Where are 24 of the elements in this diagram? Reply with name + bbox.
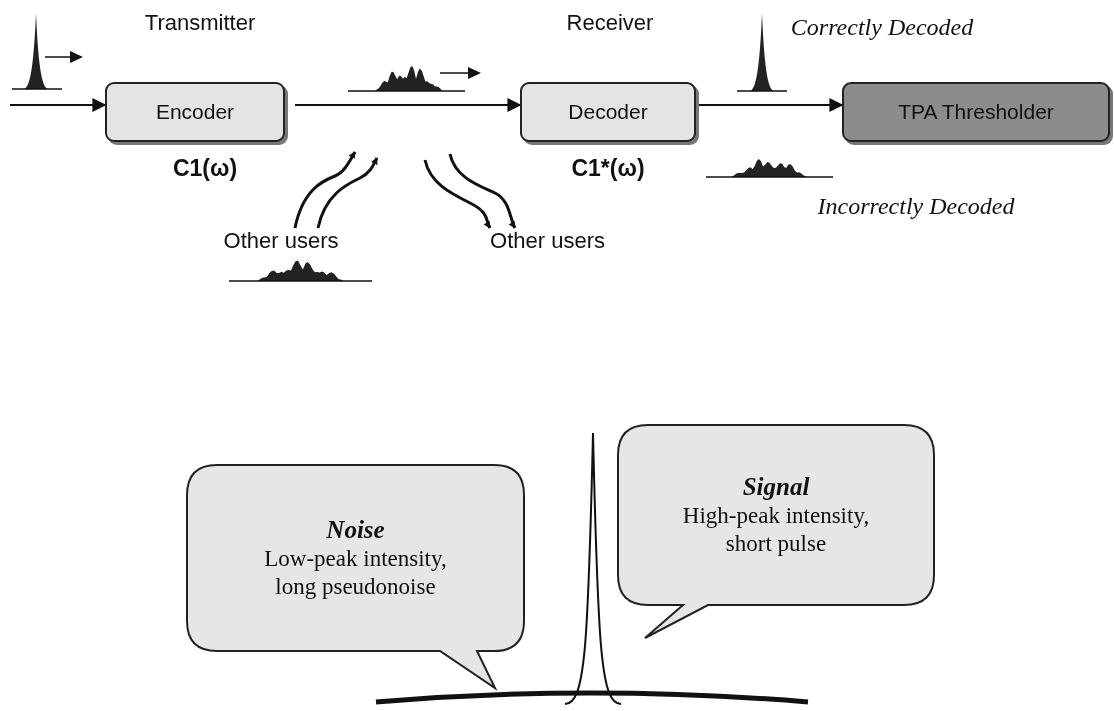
speech-bubble — [187, 465, 524, 690]
signal-arrow — [294, 98, 522, 112]
signal-arrow — [9, 98, 107, 112]
section-label: Correctly Decoded — [790, 14, 974, 41]
bubble-text: Low-peak intensity, long pseudonoise — [263, 545, 448, 601]
process-box: TPA Thresholder — [842, 82, 1110, 142]
signal-arrow — [698, 98, 844, 112]
source-label: Other users — [223, 228, 339, 254]
section-label: Receiver — [566, 10, 654, 36]
curved-arrow — [448, 153, 517, 229]
process-box: Encoder — [105, 82, 285, 142]
bubble-text: High-peak intensity, short pulse — [681, 502, 871, 558]
bubble-heading: Noise — [326, 515, 385, 546]
curved-arrow — [316, 157, 379, 229]
curved-arrow — [293, 151, 357, 229]
source-label: Other users — [490, 228, 605, 254]
section-label: Incorrectly Decoded — [817, 193, 1015, 220]
speech-bubble — [618, 425, 934, 638]
bubble-heading: Signal — [742, 472, 810, 503]
section-label: Transmitter — [144, 10, 256, 36]
curved-arrow — [423, 159, 492, 229]
transfer-function-label: C1*(ω) — [571, 155, 645, 182]
process-box: Decoder — [520, 82, 696, 142]
transfer-function-label: C1(ω) — [172, 155, 238, 182]
